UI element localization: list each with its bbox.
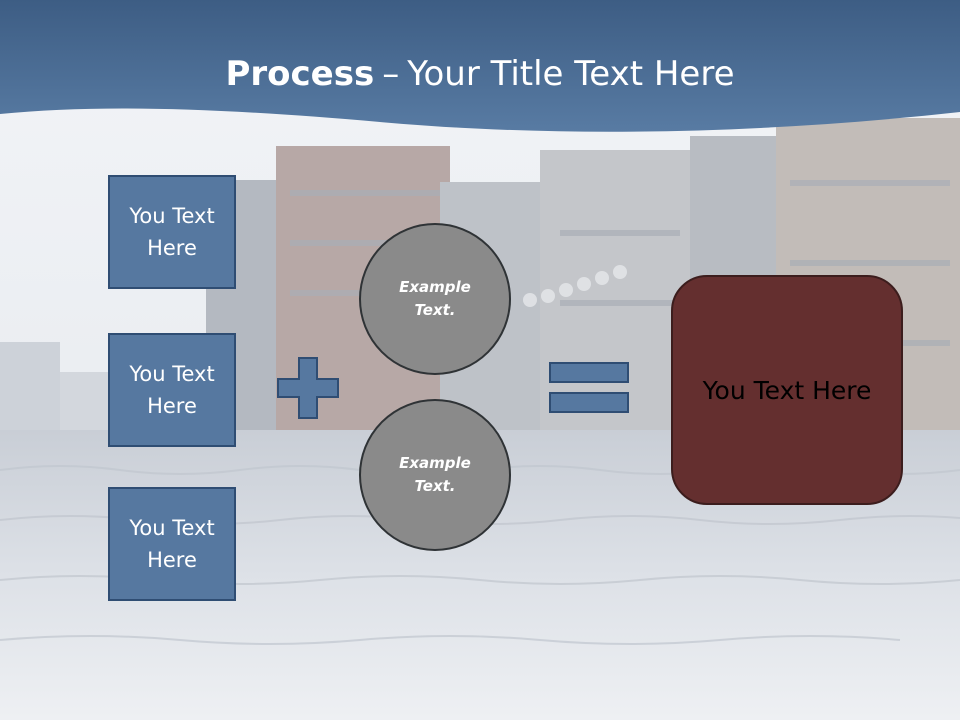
equals-icon: [549, 362, 629, 413]
input-box-label: You Text Here: [129, 516, 215, 572]
slide-title: Process–Your Title Text Here: [0, 52, 960, 96]
example-circle-2[interactable]: Example Text.: [359, 399, 511, 551]
input-box-2[interactable]: You Text Here: [108, 333, 236, 447]
title-rest: Your Title Text Here: [407, 54, 735, 94]
title-separator: –: [382, 54, 400, 94]
input-box-label: You Text Here: [129, 204, 215, 260]
header-band: [0, 0, 960, 132]
title-bold: Process: [225, 54, 375, 94]
input-box-1[interactable]: You Text Here: [108, 175, 236, 289]
example-circle-label: Example Text.: [399, 454, 471, 495]
result-box-label: You Text Here: [702, 375, 872, 405]
input-box-3[interactable]: You Text Here: [108, 487, 236, 601]
input-box-label: You Text Here: [129, 362, 215, 418]
plus-icon: [277, 357, 339, 419]
example-circle-label: Example Text.: [399, 278, 471, 319]
result-box[interactable]: You Text Here: [671, 275, 903, 505]
example-circle-1[interactable]: Example Text.: [359, 223, 511, 375]
